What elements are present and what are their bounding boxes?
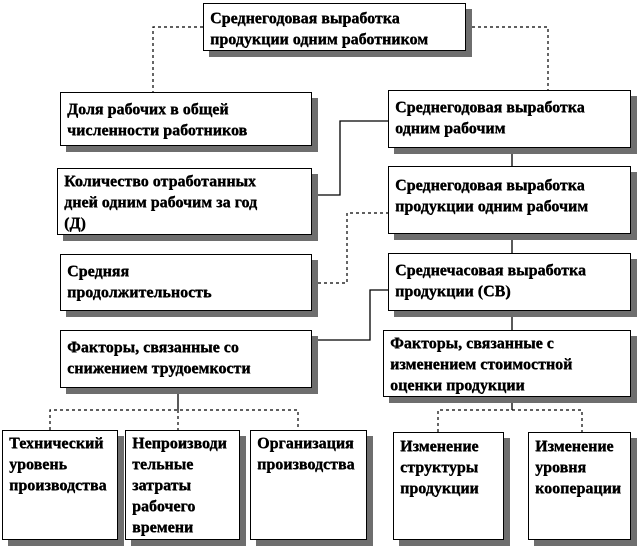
node-factors-labor: Факторы, связанные со снижением трудоемк… [60, 330, 312, 388]
node-avg-year-product: Среднегодовая выработка продукции одним … [388, 166, 631, 234]
node-unproductive: Непроизводи тельные затраты рабочего вре… [125, 430, 240, 540]
connector-value-branch [437, 409, 583, 432]
node-avg-hour: Среднечасовая выработка продукции (СВ) [388, 253, 631, 311]
node-top: Среднегодовая выработка продукции одним … [203, 3, 466, 51]
connector-days-avgyear [312, 120, 388, 196]
connector-factors-hour [312, 289, 388, 341]
node-organization: Организация производства [250, 430, 367, 540]
connector-top-share [152, 26, 203, 92]
node-structure-change: Изменение структуры продукции [393, 432, 504, 540]
node-avg-year-worker: Среднегодовая выработка одним рабочим [388, 90, 631, 148]
node-avg-duration: Средняя продолжительность [60, 254, 312, 311]
connector-duration-product [312, 212, 388, 284]
node-cooperation-change: Изменение уровня кооперации [528, 432, 631, 540]
node-share-workers: Доля рабочих в общей численности работни… [60, 92, 312, 146]
connector-labor-branch [49, 409, 299, 430]
node-days-worked: Количество отработанных дней одним рабоч… [57, 168, 312, 235]
node-factors-value: Факторы, связанные с изменением стоимост… [383, 330, 631, 397]
node-tech-level: Технический уровень производства [2, 430, 118, 540]
connector-top-avgyear [466, 26, 549, 90]
